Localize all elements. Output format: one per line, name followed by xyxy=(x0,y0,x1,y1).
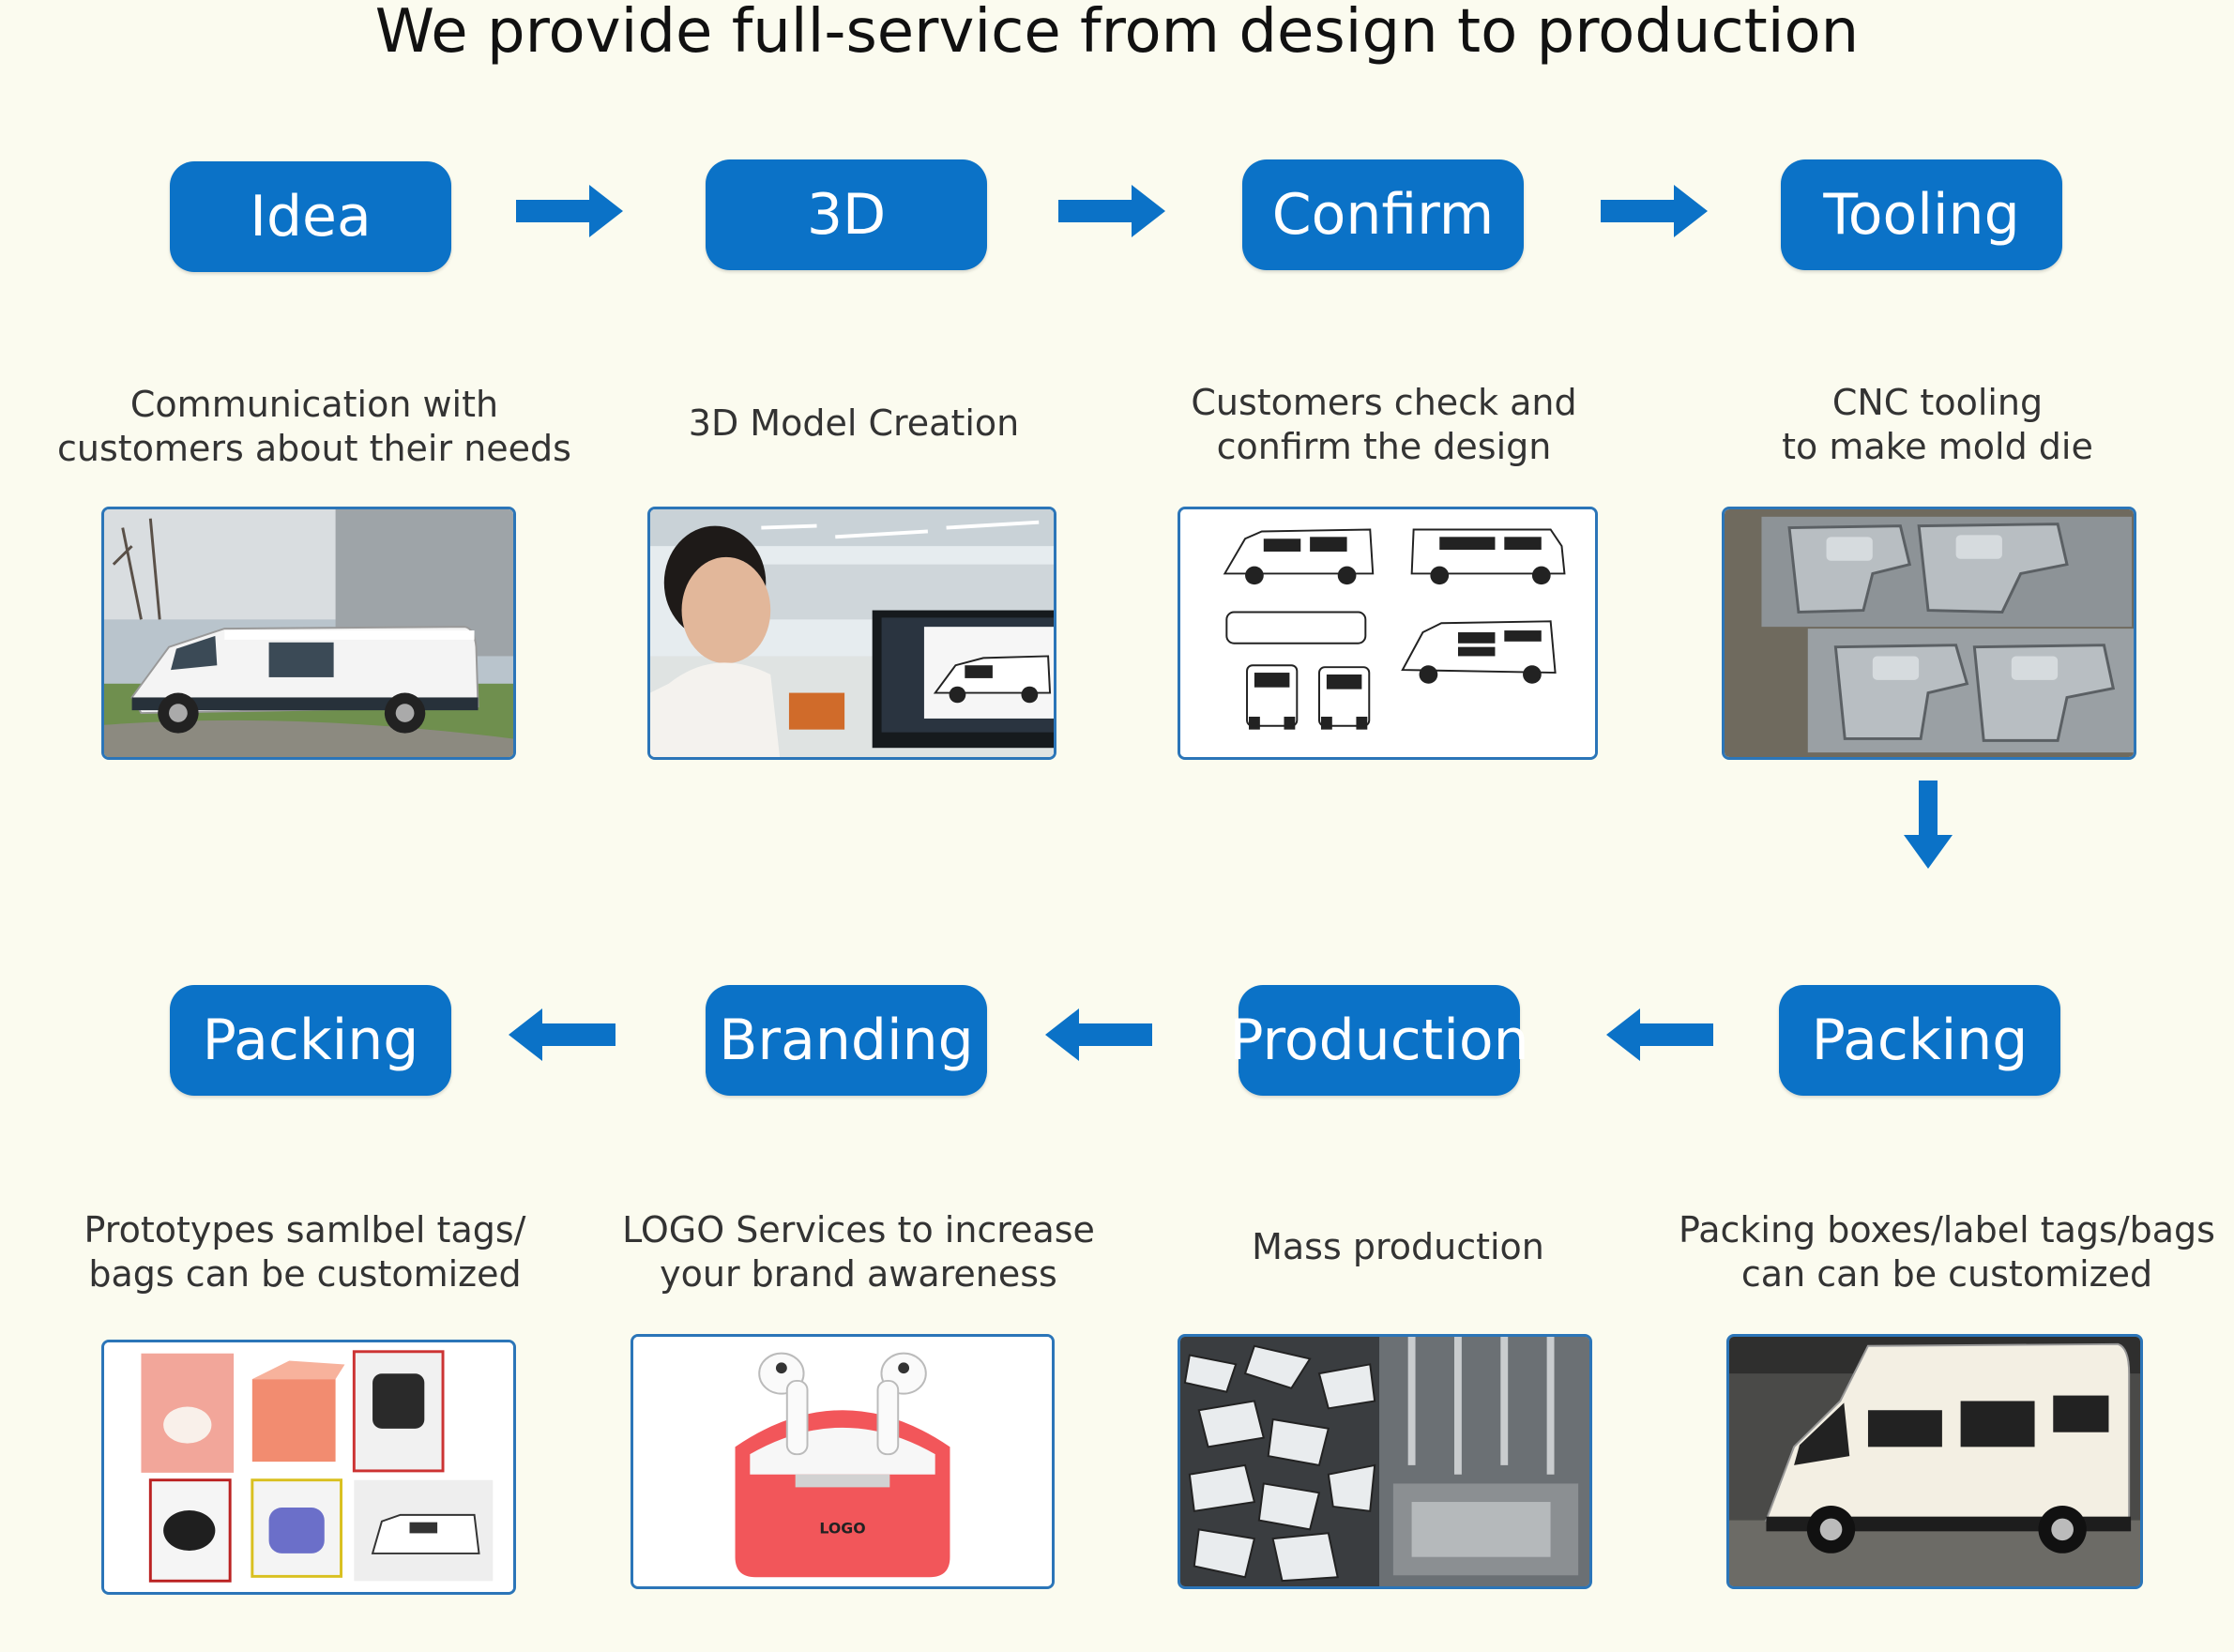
step-3d: 3D xyxy=(706,159,987,270)
page-title: We provide full-service from design to p… xyxy=(374,0,1860,67)
metal-mold-photo xyxy=(1722,507,2136,760)
step-tooling: Tooling xyxy=(1781,159,2062,270)
arrow-left-icon xyxy=(1606,1008,1713,1061)
logo-text: LOGO xyxy=(819,1519,865,1537)
designer-at-computer-photo xyxy=(647,507,1056,760)
step-packing: Packing xyxy=(1779,985,2060,1096)
van-model-photo xyxy=(1726,1334,2143,1589)
arrow-left-icon xyxy=(509,1008,615,1061)
step-idea: Idea xyxy=(170,161,451,272)
step-packing-prototypes: Packing xyxy=(170,985,451,1096)
step-confirm: Confirm xyxy=(1242,159,1524,270)
earbuds-case-photo: LOGO xyxy=(631,1334,1055,1589)
step-production-description: Mass production xyxy=(1252,1226,1544,1267)
arrow-left-icon xyxy=(1045,1008,1152,1061)
arrow-right-icon xyxy=(516,185,623,237)
step-3d-description: 3D Model Creation xyxy=(688,402,1020,444)
van-blueprint-drawing xyxy=(1178,507,1598,760)
arrow-down-icon xyxy=(1904,781,1953,869)
arrow-right-icon xyxy=(1601,185,1708,237)
packaging-samples-photo xyxy=(101,1340,516,1595)
step-packing-prototypes-description: Prototypes samlbel tags/bags can be cust… xyxy=(84,1209,526,1295)
mass-production-photo xyxy=(1178,1334,1592,1589)
step-branding: Branding xyxy=(706,985,987,1096)
step-production: Production xyxy=(1229,985,1529,1096)
white-van-photo xyxy=(101,507,516,760)
arrow-right-icon xyxy=(1058,185,1165,237)
